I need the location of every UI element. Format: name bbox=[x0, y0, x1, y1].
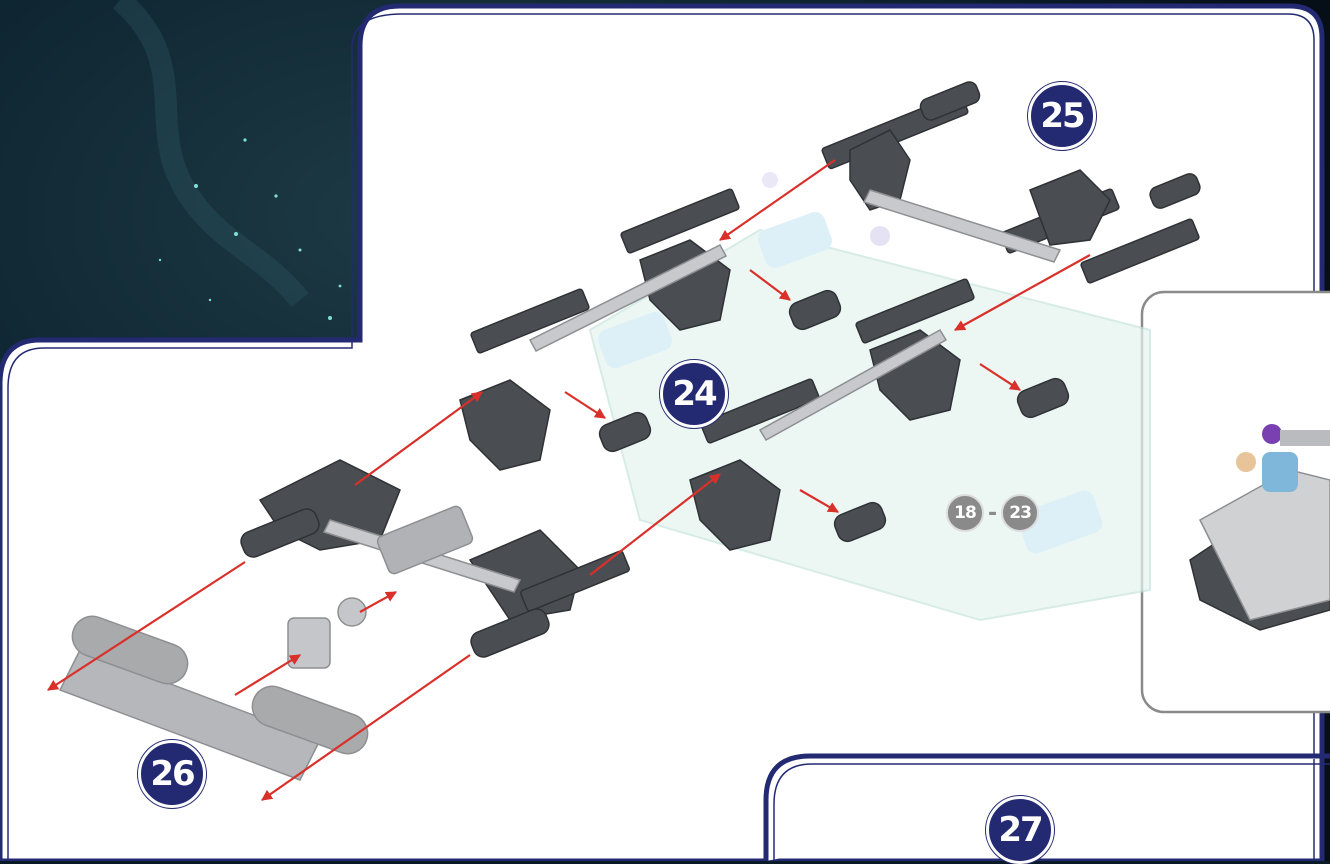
step-number-24: 24 bbox=[660, 360, 728, 428]
range-end: 23 bbox=[1001, 494, 1039, 532]
range-separator: - bbox=[988, 501, 997, 526]
range-start: 18 bbox=[946, 494, 984, 532]
step-number-26: 26 bbox=[138, 740, 206, 808]
step-number-25: 25 bbox=[1028, 82, 1096, 150]
reference-step-range: 18 - 23 bbox=[946, 494, 1039, 532]
step-number-27: 27 bbox=[986, 796, 1054, 864]
